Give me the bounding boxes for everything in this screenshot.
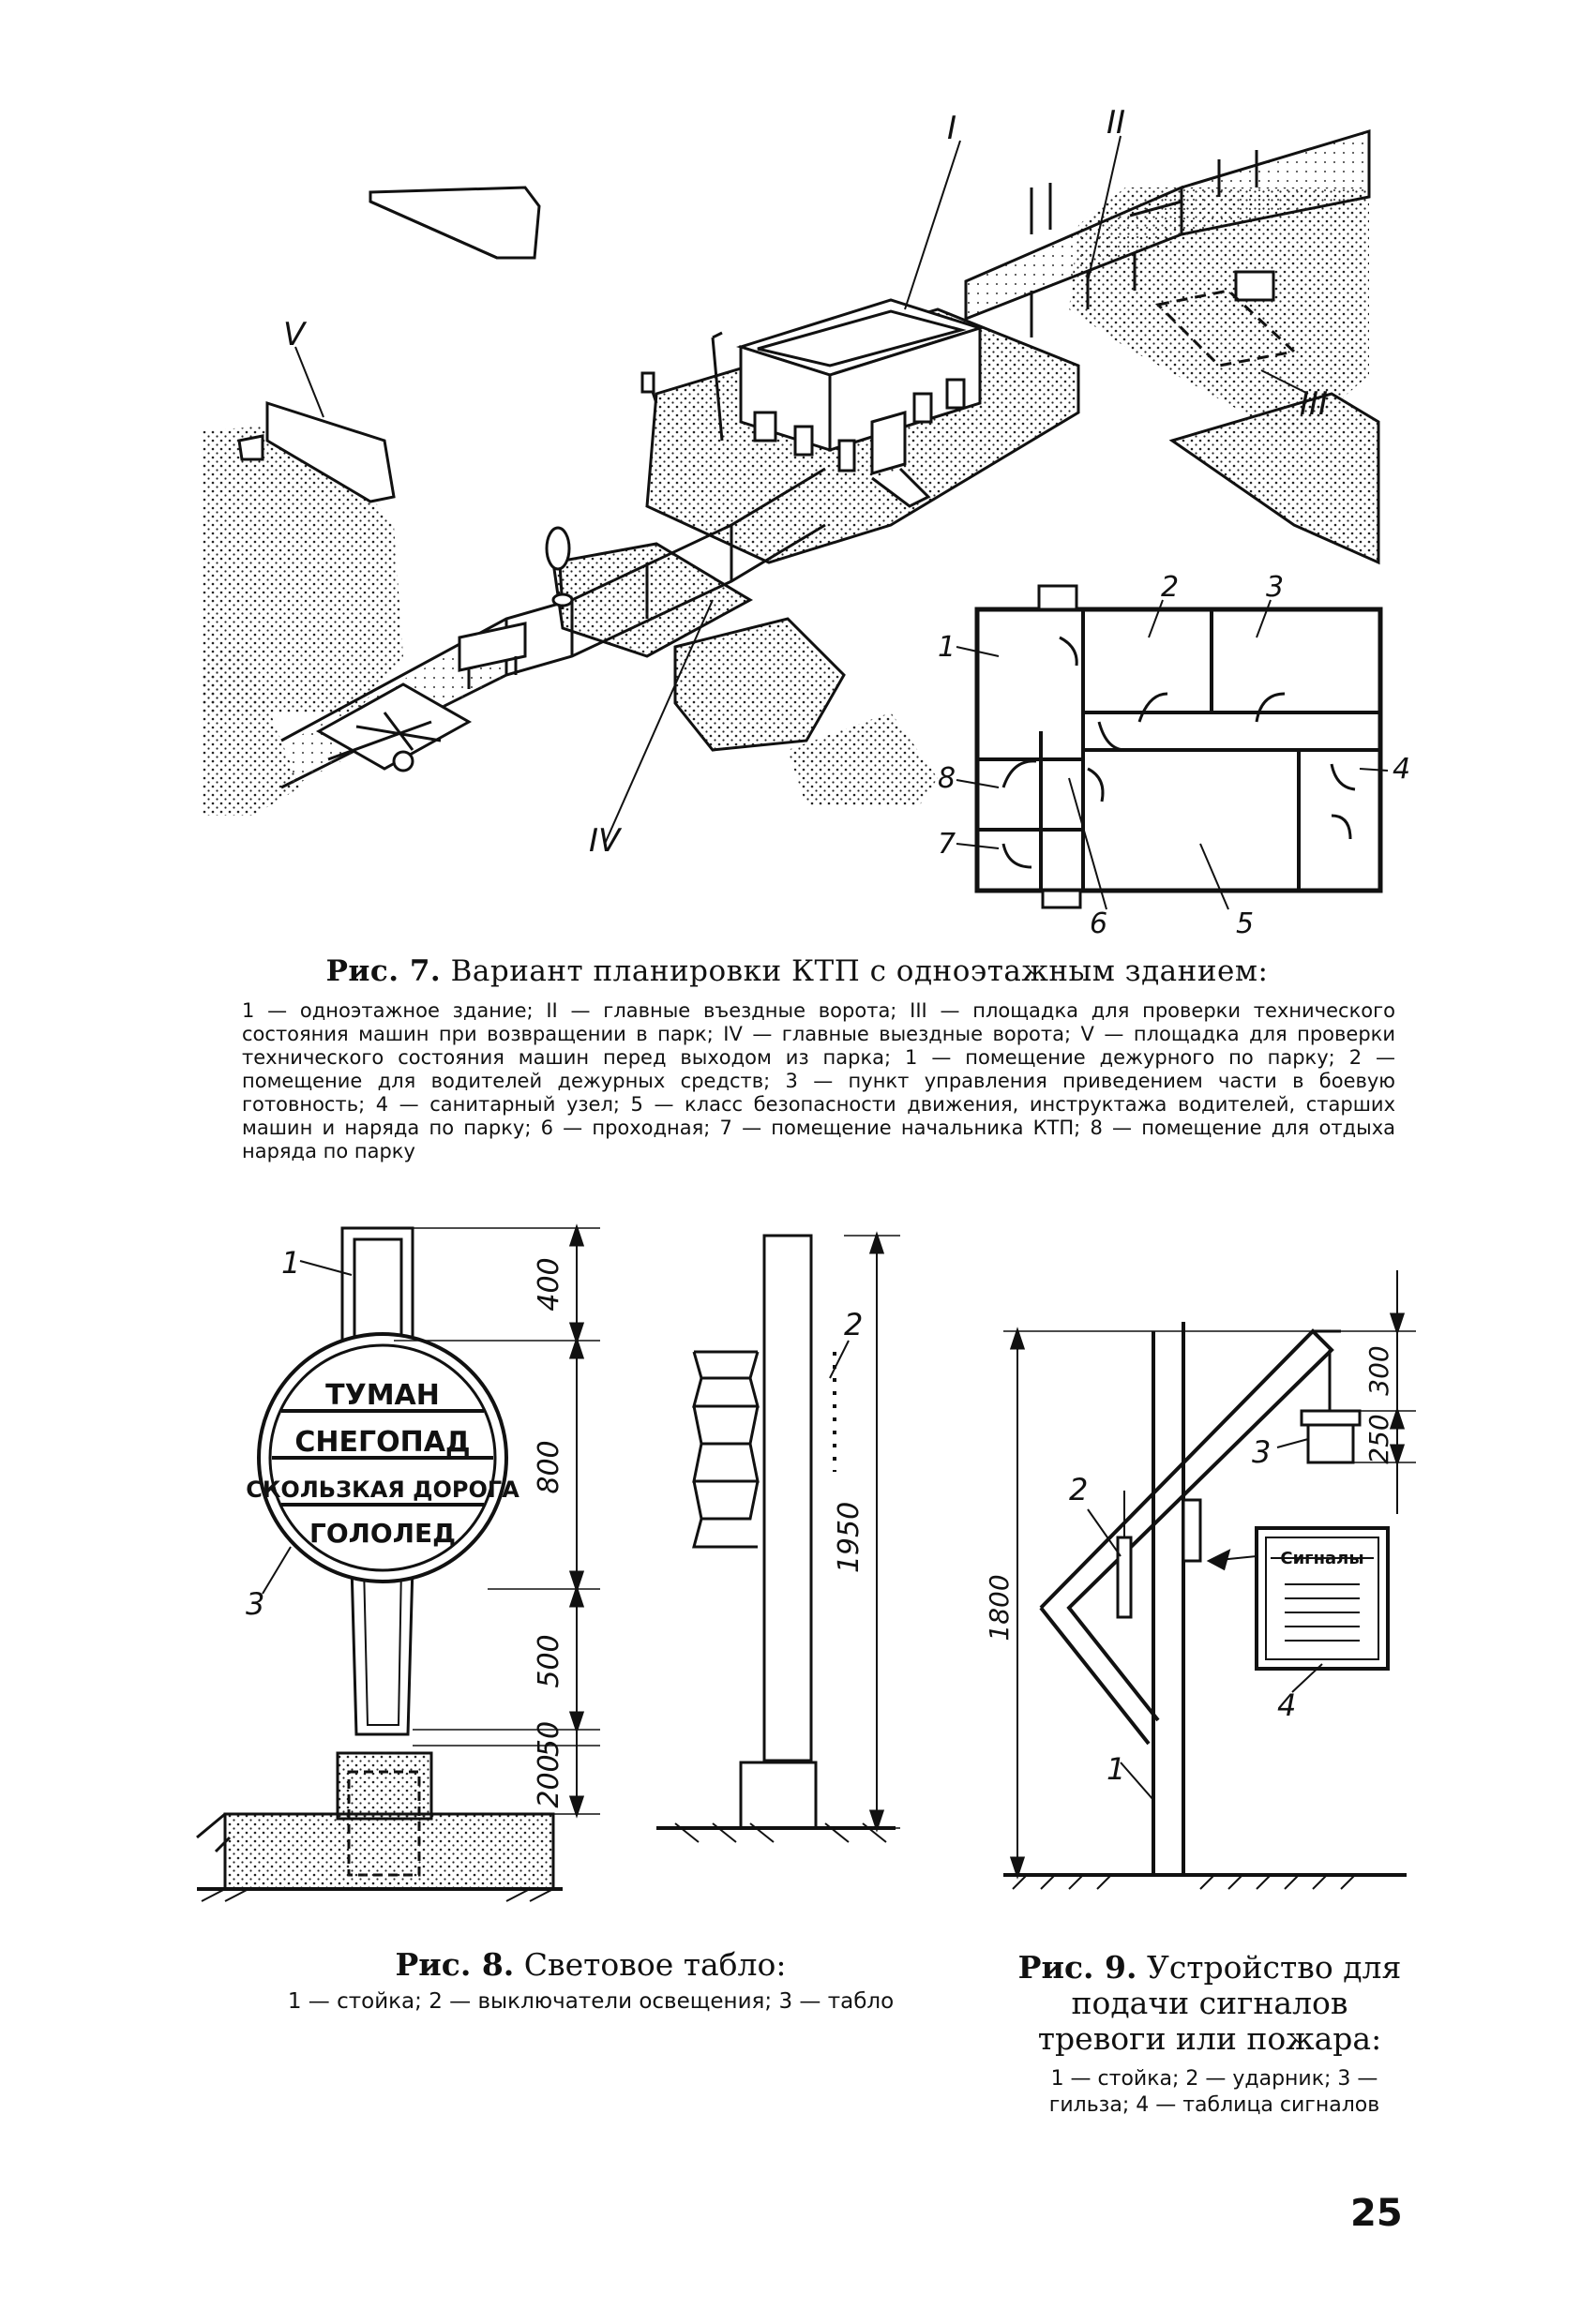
label-site-v: V bbox=[283, 316, 308, 353]
figure8-caption: Рис. 8. Световое табло: bbox=[328, 1946, 853, 1983]
room-label-5: 5 bbox=[1236, 907, 1254, 940]
room-label-3: 3 bbox=[1266, 571, 1284, 604]
room-label-8: 8 bbox=[938, 762, 956, 795]
room-label-7: 7 bbox=[938, 828, 956, 861]
billboard bbox=[458, 622, 527, 672]
figure9-caption: Рис. 9. Устройство для подачи сигналов т… bbox=[1003, 1950, 1416, 2057]
fig9-dimension-labels: 300 250 1800 bbox=[984, 1345, 1394, 1641]
dim-300: 300 bbox=[1363, 1345, 1394, 1395]
signals-board-title: Сигналы bbox=[1280, 1549, 1363, 1568]
figure7-caption-prefix: Рис. 7. bbox=[325, 954, 442, 988]
figure9-caption-prefix: Рис. 9. bbox=[1017, 1949, 1137, 1986]
inspection-platform-iii bbox=[1154, 289, 1298, 367]
figure8-caption-prefix: Рис. 8. bbox=[395, 1946, 515, 1983]
figure7-site-plan bbox=[202, 128, 1380, 845]
dim-200: 200 bbox=[533, 1754, 565, 1807]
ground-area-right bbox=[1069, 187, 1369, 441]
room-leader-lines bbox=[956, 599, 1389, 910]
page-number: 25 bbox=[1350, 2192, 1403, 2235]
callout-4: 4 bbox=[1277, 1687, 1296, 1723]
label-site-i: I bbox=[947, 110, 956, 147]
callout-2: 2 bbox=[1069, 1472, 1088, 1507]
dim-1950: 1950 bbox=[833, 1502, 866, 1573]
callout-1: 1 bbox=[281, 1245, 300, 1281]
figure8-legend: 1 — стойка; 2 — выключатели освещения; 3… bbox=[287, 1989, 895, 2014]
floor-plan bbox=[974, 584, 1383, 909]
building-one-storey bbox=[640, 298, 986, 508]
dim-500: 500 bbox=[533, 1634, 565, 1687]
figure8-caption-title: Световое табло: bbox=[523, 1946, 787, 1983]
figure9-legend: 1 — стойка; 2 — ударник; 3 — гильза; 4 —… bbox=[1048, 2067, 1380, 2117]
label-site-iii: III bbox=[1300, 385, 1328, 423]
label-site-ii: II bbox=[1107, 104, 1125, 142]
callout-3: 3 bbox=[1252, 1434, 1271, 1470]
callout-3: 3 bbox=[246, 1586, 264, 1622]
fig9-callouts: 1 2 3 4 bbox=[1069, 1434, 1296, 1787]
light-board-text: ТУМАН СНЕГОПАД СКОЛЬЗКАЯ ДОРОГА ГОЛОЛЕД bbox=[246, 1379, 519, 1549]
slab-top-left bbox=[369, 186, 541, 260]
ground-area-center bbox=[551, 542, 754, 658]
figure7-caption: Рис. 7. Вариант планировки КТП с одноэта… bbox=[178, 954, 1416, 988]
room-label-6: 6 bbox=[1090, 907, 1107, 940]
label-site-iv: IV bbox=[589, 822, 623, 860]
dim-1800: 1800 bbox=[984, 1574, 1015, 1641]
fig8-dimension-labels: 400 800 500 50 200 1950 bbox=[533, 1257, 866, 1807]
dim-800: 800 bbox=[533, 1440, 565, 1493]
callout-1: 1 bbox=[1107, 1751, 1125, 1787]
room-labels: 1 2 3 4 5 6 7 8 bbox=[938, 571, 1410, 940]
sign-line-1: ТУМАН bbox=[325, 1379, 440, 1412]
room-label-4: 4 bbox=[1393, 753, 1410, 786]
dim-250: 250 bbox=[1363, 1414, 1394, 1463]
sign-line-3: СКОЛЬЗКАЯ ДОРОГА bbox=[246, 1477, 519, 1503]
ground-area-mid-right bbox=[1168, 392, 1380, 565]
ground-area-lower-center bbox=[673, 617, 846, 752]
figure7-caption-title: Вариант планировки КТП с одноэтажным зда… bbox=[450, 954, 1269, 988]
room-label-1: 1 bbox=[938, 631, 956, 664]
site-roman-labels: I II III IV V bbox=[283, 104, 1328, 860]
dim-50: 50 bbox=[533, 1721, 565, 1757]
sign-line-2: СНЕГОПАД bbox=[294, 1426, 470, 1459]
ground-area-left bbox=[202, 422, 403, 712]
ground-area-lower-right bbox=[788, 712, 938, 806]
ground-area-bottom-left bbox=[202, 647, 300, 816]
sign-line-4: ГОЛОЛЕД bbox=[309, 1518, 456, 1549]
dim-400: 400 bbox=[533, 1257, 565, 1311]
figure9-caption-title: Устройство для подачи сигналов тревоги и… bbox=[1037, 1949, 1402, 2057]
callout-2: 2 bbox=[844, 1307, 863, 1342]
figure7-legend: 1 — одноэтажное здание; II — главные въе… bbox=[242, 999, 1395, 1162]
figure9-alarm-device bbox=[1003, 1270, 1416, 1890]
figure8-light-board bbox=[196, 1223, 900, 1902]
room-label-2: 2 bbox=[1161, 571, 1179, 604]
fig8-callouts: 1 2 3 bbox=[246, 1245, 863, 1622]
inspection-platform-v bbox=[265, 400, 396, 503]
